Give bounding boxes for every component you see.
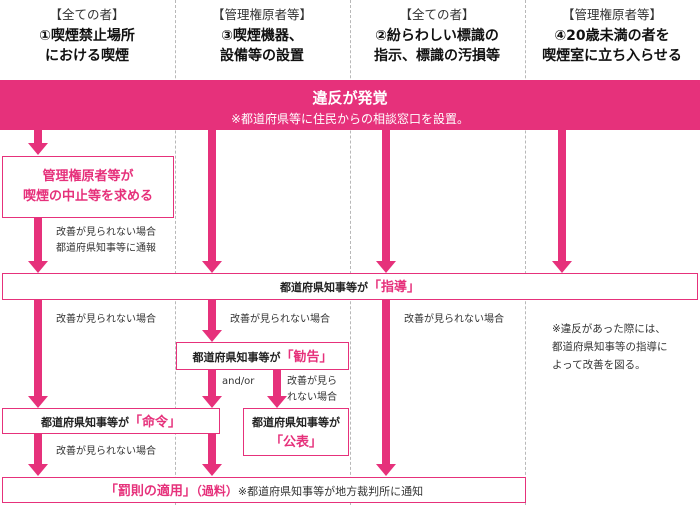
publication-box: 都道府県知事等が 「公表」 bbox=[243, 408, 349, 456]
arrow-shaft bbox=[34, 130, 42, 143]
arrow-shaft bbox=[34, 432, 42, 464]
column-role: 【管理権原者等】 bbox=[561, 7, 662, 22]
arrow-head bbox=[376, 261, 396, 273]
arrow-head bbox=[552, 261, 572, 273]
column-header-4: 【管理権原者等】 ④20歳未満の者を 喫煙室に立ち入らせる bbox=[527, 4, 697, 66]
guidance-bar: 都道府県知事等が「指導」 bbox=[2, 273, 698, 300]
note-line: 改善が見られない場合 bbox=[56, 227, 156, 238]
arrow-head bbox=[202, 396, 222, 408]
column-title: ④20歳未満の者を bbox=[554, 28, 670, 44]
banner-title: 違反が発覚 bbox=[312, 89, 388, 107]
column-divider bbox=[525, 0, 526, 505]
note-line: れない場合 bbox=[287, 392, 337, 403]
arrow-head bbox=[202, 464, 222, 476]
arrow-shaft bbox=[208, 370, 216, 396]
arrow-shaft bbox=[558, 130, 566, 261]
penalty-main: 「罰則の適用」 bbox=[104, 484, 196, 499]
note-no-improvement-wrapped: 改善が見ら れない場合 bbox=[287, 374, 337, 406]
note-report-to-governor: 改善が見られない場合 都道府県知事等に通報 bbox=[56, 225, 156, 257]
column-role: 【全ての者】 bbox=[399, 7, 475, 22]
arrow-head bbox=[28, 143, 48, 155]
column-title: ③喫煙機器、 bbox=[221, 28, 303, 44]
side-note-line: ※違反があった際には、 bbox=[552, 323, 666, 335]
column-title: 指示、標識の汚損等 bbox=[374, 48, 500, 64]
violation-banner: 違反が発覚 ※都道府県等に住民からの相談窓口を設置。 bbox=[0, 80, 700, 130]
order-prefix: 都道府県知事等が bbox=[40, 416, 129, 429]
side-note-line: よって改善を図る。 bbox=[552, 359, 646, 371]
note-line: 都道府県知事等に通報 bbox=[56, 243, 156, 254]
arrow-head bbox=[202, 261, 222, 273]
note-no-improvement: 改善が見られない場合 bbox=[56, 314, 156, 325]
note-line: 改善が見ら bbox=[287, 376, 337, 387]
arrow-head bbox=[28, 261, 48, 273]
recommendation-box: 都道府県知事等が「勧告」 bbox=[176, 342, 349, 370]
column-header-3: 【全ての者】 ②紛らわしい標識の 指示、標識の汚損等 bbox=[352, 4, 522, 66]
penalty-paren: （過料） bbox=[195, 484, 238, 498]
guidance-prefix: 都道府県知事等が bbox=[279, 281, 368, 294]
column-title: 設備等の設置 bbox=[220, 48, 304, 64]
arrow-shaft bbox=[208, 130, 216, 261]
column-divider bbox=[175, 0, 176, 505]
penalty-note: ※都道府県知事等が地方裁判所に通知 bbox=[237, 485, 424, 498]
arrow-shaft bbox=[382, 130, 390, 261]
arrow-shaft bbox=[208, 432, 216, 464]
publication-prefix: 都道府県知事等が bbox=[252, 416, 340, 429]
arrow-shaft bbox=[208, 300, 216, 330]
guidance-action: 「指導」 bbox=[367, 280, 420, 295]
note-no-improvement: 改善が見られない場合 bbox=[230, 314, 330, 325]
column-header-1: 【全ての者】 ①喫煙禁止場所 における喫煙 bbox=[2, 4, 172, 66]
banner-note: ※都道府県等に住民からの相談窓口を設置。 bbox=[230, 112, 470, 126]
request-line: 管理権原者等が bbox=[42, 169, 134, 184]
column-title: ②紛らわしい標識の bbox=[375, 28, 499, 44]
arrow-head bbox=[376, 464, 396, 476]
order-box: 都道府県知事等が「命令」 bbox=[2, 408, 220, 434]
column-title: ①喫煙禁止場所 bbox=[39, 28, 135, 44]
column-header-2: 【管理権原者等】 ③喫煙機器、 設備等の設置 bbox=[177, 4, 347, 66]
side-note-line: 都道府県知事等の指導に bbox=[552, 341, 668, 353]
arrow-shaft bbox=[382, 300, 390, 464]
column-role: 【全ての者】 bbox=[49, 7, 125, 22]
note-no-improvement: 改善が見られない場合 bbox=[404, 314, 504, 325]
column-title: における喫煙 bbox=[45, 48, 129, 64]
arrow-shaft bbox=[34, 300, 42, 396]
side-note: ※違反があった際には、 都道府県知事等の指導に よって改善を図る。 bbox=[552, 320, 668, 374]
arrow-shaft bbox=[34, 218, 42, 261]
column-divider bbox=[350, 0, 351, 505]
publication-action: 「公表」 bbox=[269, 435, 322, 450]
recommendation-prefix: 都道府県知事等が bbox=[192, 351, 281, 364]
arrow-head bbox=[202, 330, 222, 342]
penalty-box: 「罰則の適用」（過料）※都道府県知事等が地方裁判所に通知 bbox=[2, 477, 526, 503]
recommendation-action: 「勧告」 bbox=[280, 350, 333, 365]
request-line: 喫煙の中止等を求める bbox=[22, 189, 153, 204]
note-no-improvement: 改善が見られない場合 bbox=[56, 446, 156, 457]
arrow-head bbox=[267, 396, 287, 408]
request-stop-box: 管理権原者等が 喫煙の中止等を求める bbox=[2, 156, 174, 218]
column-title: 喫煙室に立ち入らせる bbox=[542, 48, 682, 64]
arrow-head bbox=[28, 464, 48, 476]
column-role: 【管理権原者等】 bbox=[211, 7, 312, 22]
arrow-shaft bbox=[273, 370, 281, 396]
and-or-label: and/or bbox=[222, 376, 255, 387]
arrow-head bbox=[28, 396, 48, 408]
order-action: 「命令」 bbox=[128, 415, 181, 430]
